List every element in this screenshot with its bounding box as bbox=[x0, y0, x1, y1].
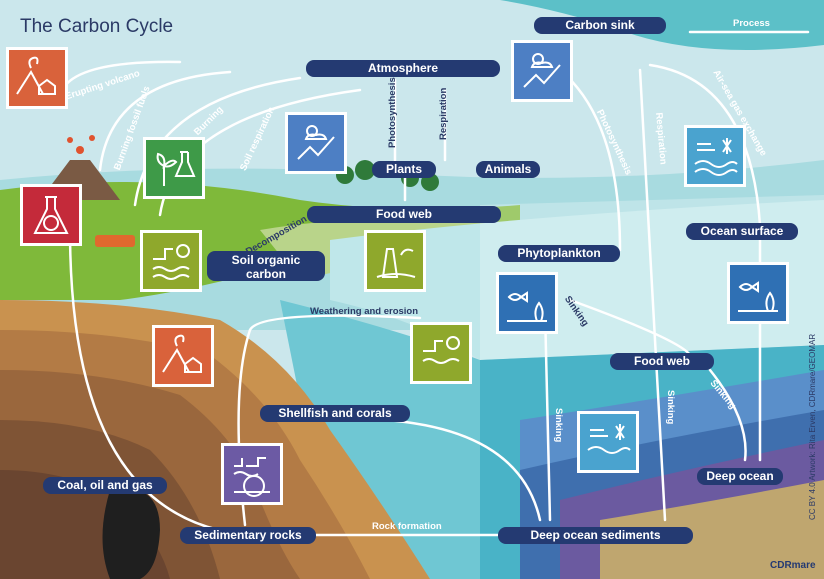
label-weathering-erosion: Weathering and erosion bbox=[310, 306, 419, 317]
node-plants: Plants bbox=[372, 161, 436, 178]
legend-process-label: Process bbox=[733, 18, 770, 29]
land-water-icon bbox=[140, 230, 202, 292]
brand-logo: CDRmare bbox=[770, 560, 816, 571]
label-sinking-3: Sinking bbox=[665, 390, 676, 425]
flask-globe-icon bbox=[20, 184, 82, 246]
node-coal-oil-gas: Coal, oil and gas bbox=[43, 477, 167, 494]
node-soil-organic-carbon: Soil organic carbon bbox=[207, 251, 325, 281]
wind-waves-deep-icon bbox=[577, 411, 639, 473]
fish-seaweed-icon bbox=[496, 272, 558, 334]
weather-growth-ocean-icon bbox=[511, 40, 573, 102]
land-use-rock-icon bbox=[221, 443, 283, 505]
landslide-icon bbox=[152, 325, 214, 387]
label-photosynthesis-land: Photosynthesis bbox=[387, 77, 398, 148]
node-deep-ocean-sediments: Deep ocean sediments bbox=[498, 527, 693, 544]
volcano-icon bbox=[6, 47, 68, 109]
node-shellfish-corals: Shellfish and corals bbox=[260, 405, 410, 422]
diagram-title: The Carbon Cycle bbox=[20, 16, 174, 37]
node-sedimentary-rocks: Sedimentary rocks bbox=[180, 527, 316, 544]
lighthouse-coast-icon bbox=[364, 230, 426, 292]
weather-growth-icon bbox=[285, 112, 347, 174]
node-ocean-surface: Ocean surface bbox=[686, 223, 798, 240]
node-animals: Animals bbox=[476, 161, 540, 178]
coastal-village-icon bbox=[410, 322, 472, 384]
node-carbon-sink: Carbon sink bbox=[534, 17, 666, 34]
node-deep-ocean: Deep ocean bbox=[697, 468, 783, 485]
label-respiration-land: Respiration bbox=[438, 87, 449, 140]
node-atmosphere: Atmosphere bbox=[306, 60, 500, 77]
wind-waves-icon bbox=[684, 125, 746, 187]
node-phytoplankton: Phytoplankton bbox=[498, 245, 620, 262]
label-rock-formation: Rock formation bbox=[372, 521, 442, 532]
node-food-web-land: Food web bbox=[307, 206, 501, 223]
credit-text: CC BY 4.0 Artwork: Rita Erven, CDRmare/G… bbox=[808, 333, 817, 520]
label-sinking-2: Sinking bbox=[553, 408, 564, 443]
plant-flask-icon bbox=[143, 137, 205, 199]
node-food-web-ocean: Food web bbox=[610, 353, 714, 370]
fish-seaweed-deep-icon bbox=[727, 262, 789, 324]
